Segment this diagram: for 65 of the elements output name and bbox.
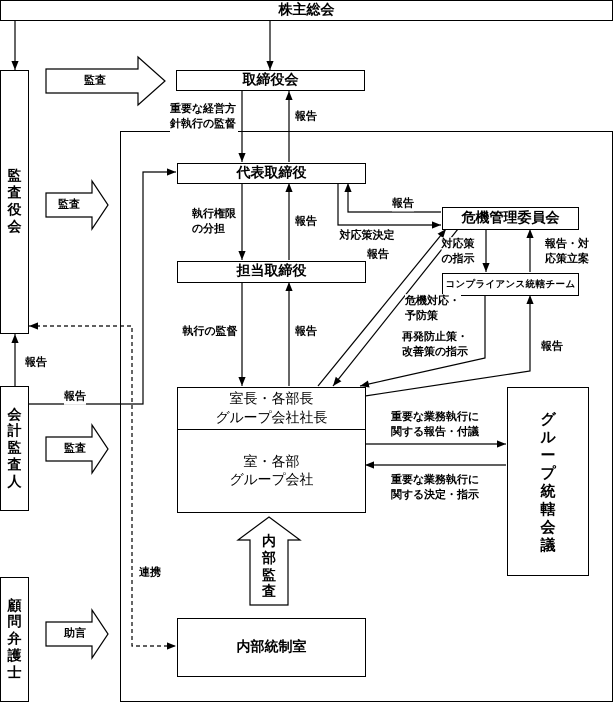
edge-label: 内部監査 <box>262 533 276 601</box>
arrow <box>238 282 246 386</box>
block-arrow <box>45 56 166 106</box>
meeting-box: 株主総会 <box>0 0 613 21</box>
council-box: グループ統轄会議 <box>507 387 589 576</box>
process-box: 代表取締役 <box>177 163 366 184</box>
arrow <box>238 91 246 162</box>
block-arrow <box>236 516 302 606</box>
edge-label: 対応策決定 <box>340 228 394 244</box>
process-box: 担当取締役 <box>177 261 366 283</box>
box-text: 室・各部グループ会社 <box>228 452 314 490</box>
process-box: 顧問弁護士 <box>0 577 29 702</box>
edge-label: 執行権限の分担 <box>192 207 238 237</box>
arrow <box>344 183 441 213</box>
edge-label: 報告・対応策立案 <box>545 237 591 267</box>
edge-label: 報告 <box>295 214 317 230</box>
edge-label: 監査 <box>64 442 86 456</box>
edge-label: 重要な業務執行に関する報告・付議 <box>391 410 481 440</box>
arrow <box>364 295 534 397</box>
arrow <box>360 295 486 388</box>
block-arrow <box>45 608 109 660</box>
process-box: 会計監査人 <box>0 386 29 511</box>
department-box <box>177 387 366 513</box>
edge-label: 連携 <box>139 566 161 580</box>
edge-label: 報告 <box>541 340 563 354</box>
arrow <box>11 334 19 386</box>
team-box: コンプライアンス統轄チーム <box>442 273 579 296</box>
arrow <box>318 228 446 386</box>
arrow <box>285 183 293 260</box>
edge-label: 助言 <box>64 626 86 642</box>
edge-label: 監査 <box>58 198 80 212</box>
committee-box: 危機管理委員会 <box>442 207 579 230</box>
edge-label: 報告 <box>25 356 47 370</box>
edge-label: 報告 <box>367 248 389 262</box>
edge-label: 危機対応・予防策 <box>405 294 461 324</box>
edge-label: 報告 <box>392 196 414 212</box>
organization-frame <box>120 131 613 702</box>
edge-label: 監査 <box>84 74 106 88</box>
arrow <box>526 229 534 272</box>
arrow <box>29 168 176 405</box>
arrow <box>365 461 506 469</box>
arrow <box>266 21 274 70</box>
block-arrow <box>45 423 109 475</box>
block-arrow <box>45 179 109 231</box>
arrow <box>285 282 293 386</box>
process-box: 監査役会 <box>0 70 29 334</box>
arrow <box>482 229 490 272</box>
edge-label: 報告 <box>295 110 317 124</box>
edge-label: 再発防止策・改善策の指示 <box>402 330 470 360</box>
arrow <box>337 183 441 229</box>
edge-label: 重要な業務執行に関する決定・指示 <box>391 473 481 503</box>
edge-label: 重要な経営方針執行の監督 <box>170 102 238 132</box>
box-heading: 室長・各部長グループ会社社長 <box>178 388 365 430</box>
edge-label: 執行の監督 <box>182 324 238 340</box>
edge-label: 報告 <box>64 390 86 404</box>
arrow <box>332 228 458 386</box>
arrow <box>29 322 176 650</box>
edge-label: 報告 <box>295 324 317 340</box>
edge-label: 対応策の指示 <box>442 237 476 267</box>
arrow <box>11 21 19 70</box>
arrow <box>285 91 293 162</box>
arrow <box>238 183 246 260</box>
arrow <box>365 440 506 448</box>
process-box: 内部統制室 <box>177 618 366 677</box>
process-box: 取締役会 <box>176 70 365 91</box>
